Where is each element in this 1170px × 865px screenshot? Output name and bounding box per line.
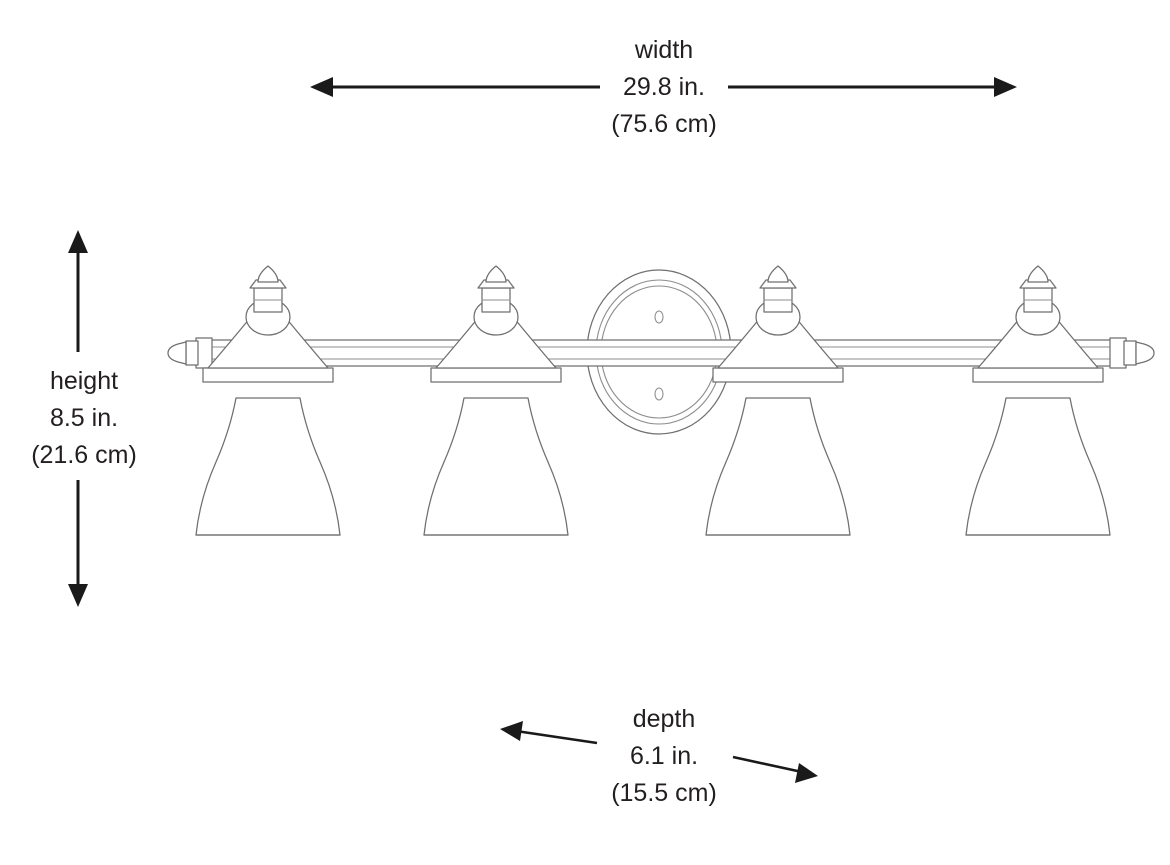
width-value-imperial: 29.8 in.: [623, 73, 705, 101]
end-cap-left-tip: [167, 341, 187, 365]
depth-arrow-left-head: [500, 721, 523, 741]
end-cap-right-tip: [1135, 341, 1155, 365]
finial-tip-3: [767, 265, 789, 283]
width-arrow-right-head: [994, 77, 1017, 97]
width-dimension-group: width 29.8 in. (75.6 cm): [310, 36, 1017, 138]
depth-label: depth: [633, 705, 696, 733]
depth-dimension-group: depth 6.1 in. (15.5 cm): [500, 705, 818, 807]
crossbar-rod-body: [195, 339, 1127, 367]
depth-value-metric: (15.5 cm): [611, 779, 717, 807]
depth-value-imperial: 6.1 in.: [630, 742, 698, 770]
height-label: height: [50, 367, 118, 395]
shade-collar-band-3: [712, 367, 844, 383]
shade-assembly-1: [195, 265, 341, 536]
shade-assembly-4: [965, 265, 1111, 536]
width-label: width: [634, 36, 693, 64]
width-value-metric: (75.6 cm): [611, 110, 717, 138]
height-arrow-bottom-head: [68, 584, 88, 607]
finial-tip-4: [1027, 265, 1049, 283]
end-cap-finial-right: [1109, 337, 1155, 369]
depth-arrow-left-shaft: [515, 729, 598, 745]
end-cap-left-ring: [185, 340, 199, 366]
shade-assembly-3: [705, 265, 851, 536]
end-cap-right-ring: [1123, 340, 1137, 366]
end-cap-finial-left: [167, 337, 213, 369]
shade-collar-band-4: [972, 367, 1104, 383]
crossbar-rod: [195, 339, 1127, 367]
height-arrow-top-head: [68, 230, 88, 253]
light-fixture-drawing: [167, 265, 1155, 536]
finial-tip-2: [485, 265, 507, 283]
screw-hole-icon-top: [654, 310, 664, 324]
shade-collar-band-1: [202, 367, 334, 383]
shade-collar-band-2: [430, 367, 562, 383]
height-value-imperial: 8.5 in.: [50, 404, 118, 432]
bell-shade-4: [965, 397, 1111, 536]
bell-shade-1: [195, 397, 341, 536]
bell-shade-3: [705, 397, 851, 536]
depth-arrow-right-head: [795, 763, 818, 783]
depth-arrow-right-shaft: [732, 755, 803, 774]
bell-shade-2: [423, 397, 569, 536]
finial-tip-1: [257, 265, 279, 283]
height-value-metric: (21.6 cm): [31, 441, 137, 469]
height-dimension-group: height 8.5 in. (21.6 cm): [31, 230, 137, 607]
width-arrow-left-head: [310, 77, 333, 97]
shade-assembly-2: [423, 265, 569, 536]
screw-hole-icon-bottom: [654, 387, 664, 401]
